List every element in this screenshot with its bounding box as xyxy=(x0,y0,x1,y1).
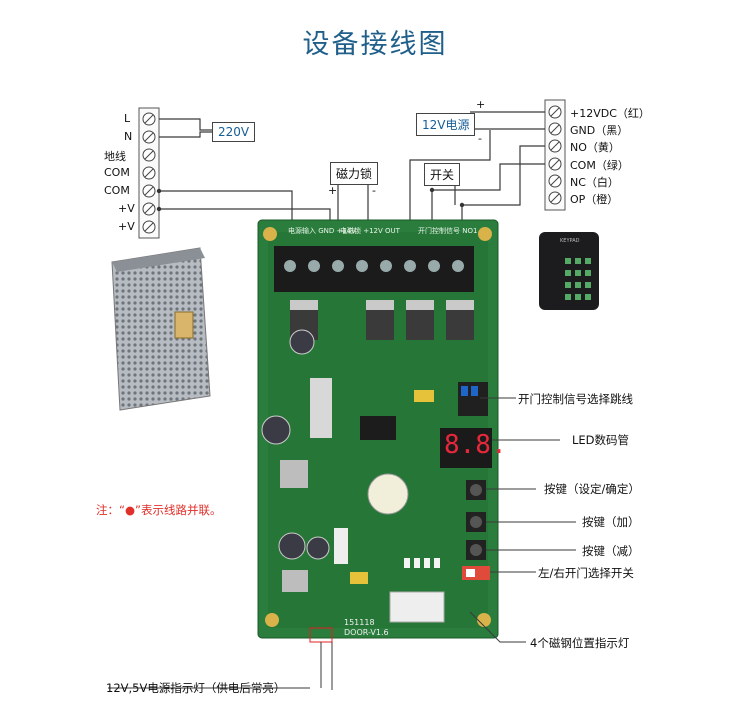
maglock-minus-sign: - xyxy=(372,184,376,197)
label-switch: 开关 xyxy=(424,163,461,186)
right-terminal-strip xyxy=(544,99,566,211)
terminal-label-n: N xyxy=(124,130,133,143)
terminal-label-v-1: +V xyxy=(118,202,135,215)
callout-minus-button: 按键（减） xyxy=(582,544,640,558)
terminal-label-com-1: COM xyxy=(104,166,130,179)
terminal-label-ground: 地线 xyxy=(104,150,126,163)
led-display-digits: 8.8. xyxy=(444,430,507,460)
keypad-device xyxy=(539,232,599,310)
rterm-gnd: GND（黑） xyxy=(570,124,629,137)
label-220v: 220V xyxy=(212,122,256,142)
label-12v-supply: 12V电源 xyxy=(416,113,476,136)
board-power-label: 电源输入 GND +14V xyxy=(288,227,357,235)
supply-plus-sign: + xyxy=(476,98,486,111)
terminal-label-com-2: COM xyxy=(104,184,130,197)
board-model-1: 151118 xyxy=(344,618,375,627)
rterm-no: NO（黄） xyxy=(570,141,620,154)
rterm-12vdc: +12VDC（红） xyxy=(570,107,650,120)
callout-set-button: 按键（设定/确定） xyxy=(544,482,640,496)
wires-12v xyxy=(409,111,545,225)
callout-led-display: LED数码管 xyxy=(572,433,630,447)
keypad-brand: KEYPAD xyxy=(560,238,580,244)
rterm-com: COM（绿） xyxy=(570,159,629,172)
left-screws xyxy=(142,112,156,234)
terminal-label-v-2: +V xyxy=(118,220,135,233)
callout-power-leds: 12V,5V电源指示灯（供电后常亮） xyxy=(106,681,286,695)
rterm-op: OP（橙） xyxy=(570,193,619,206)
callout-jumper: 开门控制信号选择跳线 xyxy=(518,392,633,406)
board-io-label: 开门控制信号 NO1 xyxy=(418,227,478,235)
control-board xyxy=(257,219,499,639)
callout-lines xyxy=(108,397,576,690)
supply-minus-sign: - xyxy=(478,132,482,145)
maglock-plus-sign: + xyxy=(328,184,338,197)
board-lock-label: 电磁锁 +12V OUT xyxy=(340,227,400,235)
callout-direction-switch: 左/右开门选择开关 xyxy=(538,566,634,580)
board-model-2: DOOR-V1.6 xyxy=(344,628,389,637)
parallel-note: 注：“●”表示线路并联。 xyxy=(96,503,222,517)
page-title: 设备接线图 xyxy=(302,29,448,60)
terminal-label-l: L xyxy=(124,112,131,125)
callout-plus-button: 按键（加） xyxy=(582,515,640,529)
callout-magnet-leds: 4个磁钢位置指示灯 xyxy=(530,636,630,650)
rterm-nc: NC（白） xyxy=(570,176,619,189)
label-maglock: 磁力锁 xyxy=(330,162,379,185)
power-supply-unit xyxy=(111,247,211,411)
left-terminal-strip xyxy=(138,107,160,239)
